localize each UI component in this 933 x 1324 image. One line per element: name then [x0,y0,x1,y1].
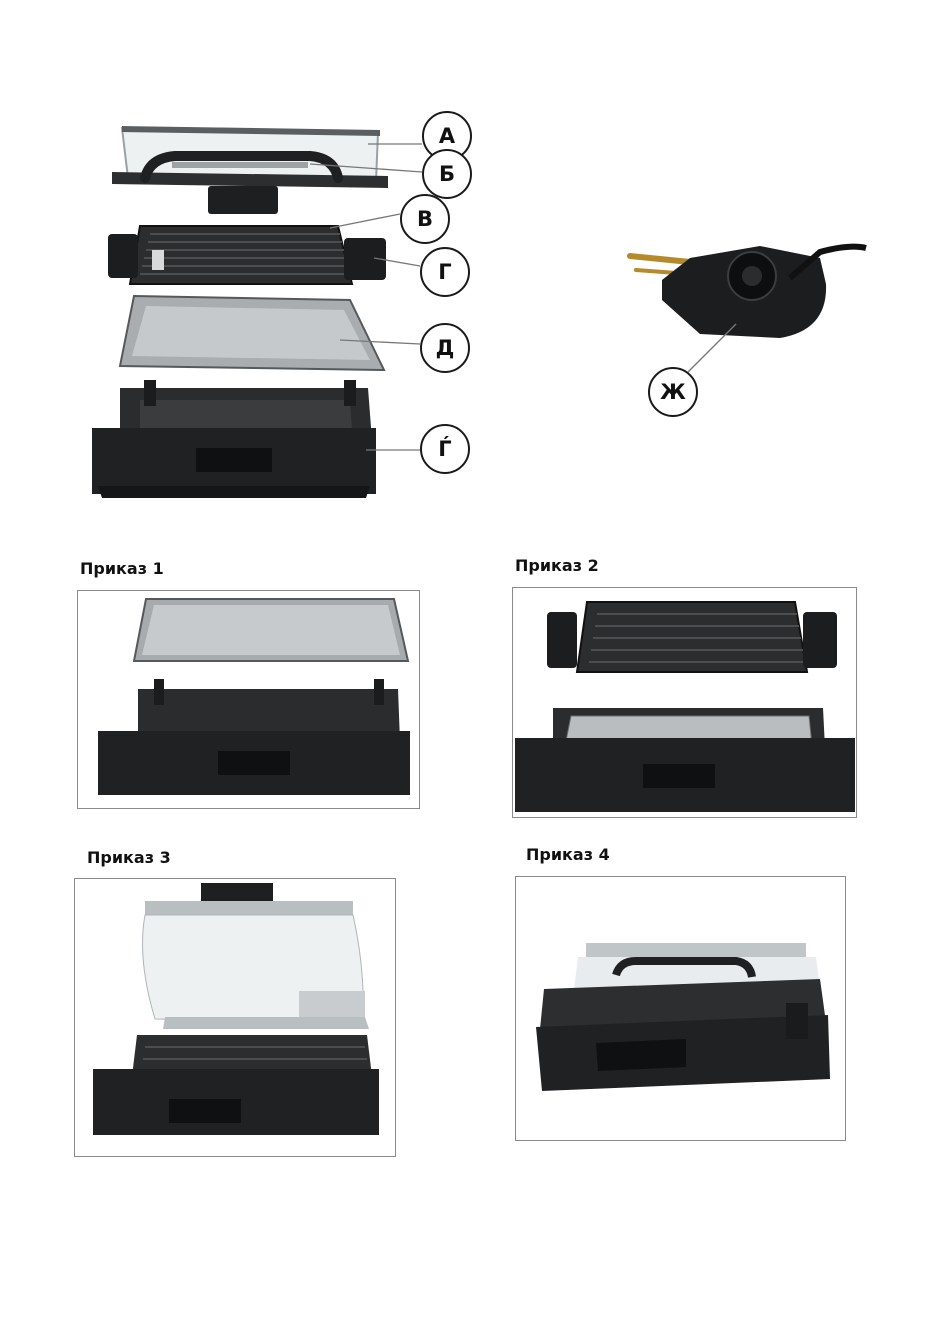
label-gj: Ѓ [420,424,470,474]
part-base [92,380,376,498]
figure-4-caption: Приказ 4 [526,845,610,864]
part-drip-tray [120,296,384,370]
figure-1-caption: Приказ 1 [80,559,164,578]
label-d: Д [420,323,470,373]
part-thermostat [630,246,866,338]
figure-2-illustration [513,588,858,819]
figure-2-frame [512,587,857,818]
label-b: Б [422,149,472,199]
figure-4-frame [515,876,846,1141]
figure-2-caption: Приказ 2 [515,556,599,575]
figure-3-illustration [75,879,397,1158]
figure-1-illustration [78,591,421,810]
figure-4-illustration [516,877,847,1142]
figure-1-frame [77,590,420,809]
label-v: В [400,194,450,244]
figure-3-caption: Приказ 3 [87,848,171,867]
label-g: Г [420,247,470,297]
part-grill-plate [108,226,386,284]
figure-3-frame [74,878,396,1157]
label-zh: Ж [648,367,698,417]
